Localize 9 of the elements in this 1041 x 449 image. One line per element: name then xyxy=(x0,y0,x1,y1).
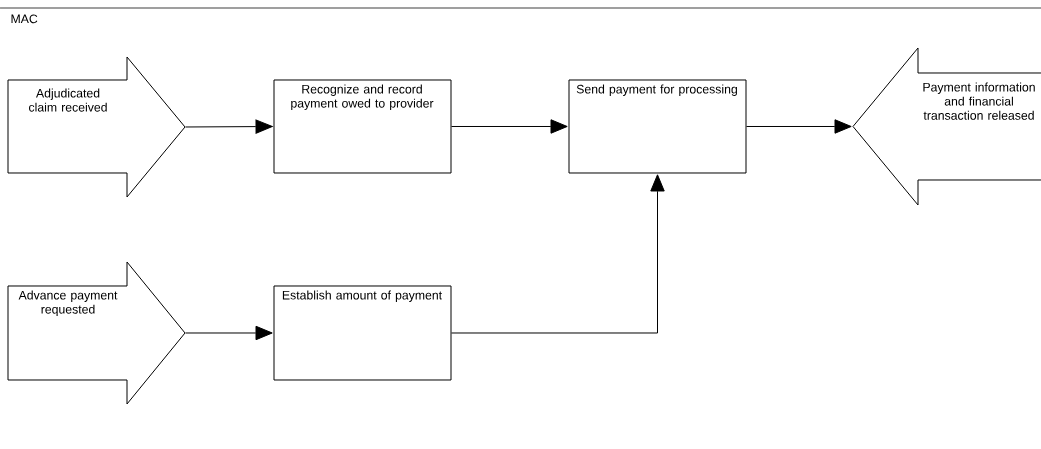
arrow xyxy=(451,119,568,134)
process-box: Send payment for processing xyxy=(568,79,747,174)
arrow xyxy=(746,119,852,134)
arrow xyxy=(185,325,273,341)
process-box: Recognize and record payment owed to provider xyxy=(273,79,452,174)
process-box: Establish amount of payment xyxy=(273,285,452,381)
lane-label: MAC xyxy=(11,14,38,24)
arrow xyxy=(451,174,665,334)
arrow xyxy=(185,119,273,134)
